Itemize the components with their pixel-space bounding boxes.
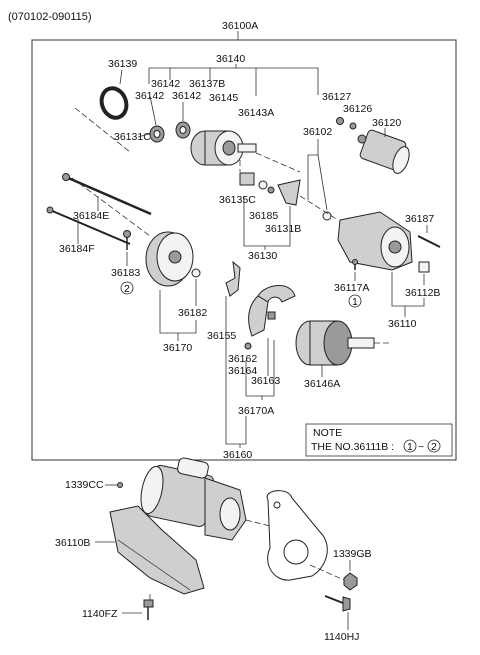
label-36131B: 36131B (265, 223, 301, 235)
label-36139: 36139 (108, 58, 137, 70)
gasket-plate-part (266, 490, 328, 581)
label-1140HJ: 1140HJ (324, 631, 359, 643)
armature-part (295, 320, 375, 366)
label-36102: 36102 (303, 126, 332, 138)
through-bolt-part (46, 173, 152, 245)
bushing-part (418, 261, 430, 273)
brush-spring-part (225, 260, 241, 297)
label-36140: 36140 (216, 53, 245, 65)
front-housing-part (322, 211, 413, 271)
bolt-1339CC-part (117, 482, 123, 488)
label-36184E: 36184E (73, 210, 109, 222)
label-36117A-circle: 1 (352, 296, 358, 308)
circle-marker-2 (120, 281, 134, 295)
label-36184F: 36184F (59, 243, 95, 255)
label-36110B: 36110B (55, 537, 90, 549)
label-36162: 36162 (228, 353, 257, 365)
stud-bolt-part (417, 235, 441, 248)
spring-part (244, 342, 252, 350)
label-36137B: 36137B (189, 78, 225, 90)
note-text: THE NO.36111B : (311, 441, 394, 453)
label-36183: 36183 (111, 267, 140, 279)
label-36182: 36182 (178, 307, 207, 319)
label-36155: 36155 (207, 330, 236, 342)
brush-holder-part (248, 285, 296, 337)
assembly-frame (31, 39, 457, 461)
note-circle-from (403, 439, 417, 453)
leader-36140 (148, 67, 319, 95)
gear-housing-part (190, 130, 257, 166)
date-range: (070102-090115) (8, 11, 92, 23)
drive-pinion-part (239, 172, 301, 206)
label-36145: 36145 (209, 92, 238, 104)
small-screw-part (352, 259, 358, 270)
washer-part (349, 122, 357, 130)
label-36164: 36164 (228, 365, 257, 377)
label-36187: 36187 (405, 213, 434, 225)
solenoid-part (357, 129, 410, 174)
label-36120: 36120 (372, 117, 401, 129)
label-36131C: 36131C (114, 131, 151, 143)
note-title: NOTE (313, 427, 342, 439)
label-36183-circle: 2 (124, 283, 130, 295)
label-36142-b: 36142 (135, 90, 164, 102)
rear-cover-part (145, 231, 201, 287)
label-36185: 36185 (249, 210, 278, 222)
label-36163: 36163 (251, 375, 280, 387)
label-1339CC: 1339CC (65, 479, 104, 491)
note-box (305, 423, 453, 457)
bearing-part (149, 121, 191, 143)
note-range-to: 2 (431, 441, 437, 453)
label-36170: 36170 (163, 342, 192, 354)
label-36170A: 36170A (238, 405, 274, 417)
label-36130: 36130 (248, 250, 277, 262)
label-36146A: 36146A (304, 378, 340, 390)
label-36127: 36127 (322, 91, 351, 103)
label-1140FZ: 1140FZ (82, 608, 118, 620)
label-36143A: 36143A (238, 107, 274, 119)
starter-assembly-part (140, 457, 247, 541)
bolt-1140HJ-part (324, 595, 351, 612)
bolt-1140FZ-part (143, 599, 154, 620)
screw-part (123, 230, 131, 250)
label-36142-c: 36142 (172, 90, 201, 102)
nut-part (336, 117, 344, 125)
label-36135C: 36135C (219, 194, 256, 206)
label-1339GB: 1339GB (333, 548, 372, 560)
note-range-from: 1 (407, 441, 413, 453)
label-36117A: 36117A (334, 282, 369, 294)
label-36110: 36110 (388, 318, 417, 330)
nut-1339GB-part (343, 572, 358, 591)
label-36126: 36126 (343, 103, 372, 115)
label-36142-a: 36142 (151, 78, 180, 90)
label-36112B: 36112B (405, 287, 440, 299)
note-circle-to (427, 439, 441, 453)
note-range-sep: ~ (418, 441, 424, 453)
assembly-label: 36100A (222, 20, 258, 32)
label-36160: 36160 (223, 449, 252, 461)
o-ring-part (99, 86, 129, 120)
heat-shield-part (109, 505, 205, 595)
circle-marker-1 (348, 294, 362, 308)
